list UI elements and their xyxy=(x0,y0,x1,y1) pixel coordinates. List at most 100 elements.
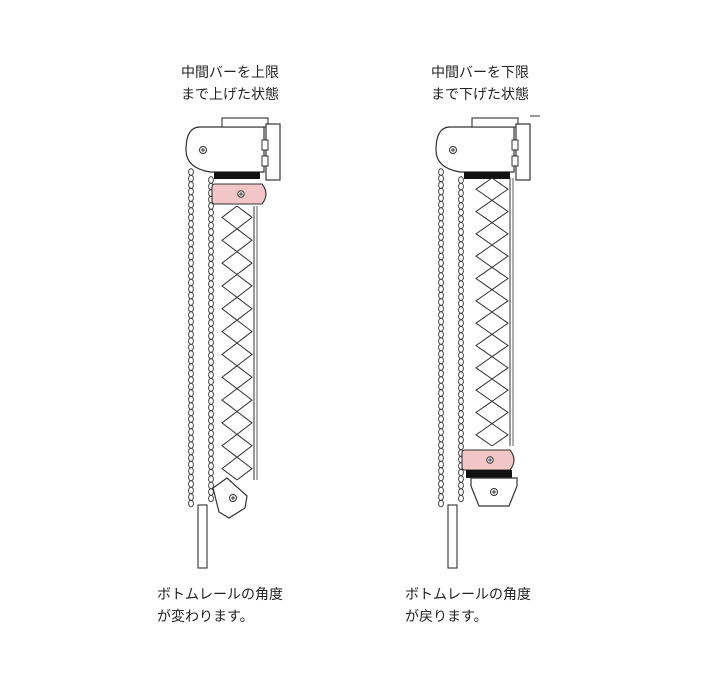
chain-link xyxy=(438,356,444,365)
chain-link xyxy=(458,403,464,412)
chain-link xyxy=(458,299,464,308)
chain-link xyxy=(188,272,194,280)
chain-link xyxy=(438,454,444,462)
chain-link xyxy=(188,311,194,319)
chain-link xyxy=(458,332,464,340)
chain-link xyxy=(188,168,194,176)
chain-link xyxy=(438,343,444,352)
chain-link xyxy=(438,467,444,475)
chain-link xyxy=(458,241,464,249)
chain-link xyxy=(188,382,194,391)
left-top-caption: 中間バーを上限 まで上げた状態 xyxy=(181,65,279,103)
chain-link xyxy=(458,280,464,288)
chain-link xyxy=(458,488,464,496)
chain-link xyxy=(208,436,214,444)
chain-link xyxy=(458,312,464,321)
chain-link xyxy=(438,408,444,417)
chain-link xyxy=(458,208,464,217)
chain-link xyxy=(188,207,194,215)
chain-link xyxy=(188,226,194,235)
chain-link xyxy=(188,291,194,300)
chain-link xyxy=(188,174,194,183)
bracket-clip xyxy=(261,139,269,151)
chain-link xyxy=(438,369,444,378)
chain-link xyxy=(458,481,464,490)
chain-link xyxy=(438,304,444,313)
chain-link xyxy=(188,200,194,209)
chain-link xyxy=(458,202,464,210)
chain-link xyxy=(458,221,464,230)
chain-link xyxy=(208,260,214,269)
chain-link xyxy=(438,382,444,391)
chain-link xyxy=(438,428,444,436)
chain-link xyxy=(188,395,194,404)
chain-link xyxy=(188,363,194,371)
chain-link xyxy=(458,377,464,386)
chain-link xyxy=(208,488,214,496)
left-bottom-caption: ボトムレールの角度 が変わります。 xyxy=(157,587,283,625)
chain-link xyxy=(188,389,194,397)
chain-link xyxy=(188,285,194,293)
chain-link xyxy=(458,189,464,197)
chain-link xyxy=(438,330,444,339)
chain-link xyxy=(188,402,194,410)
chain-link xyxy=(458,267,464,275)
chain-link xyxy=(438,200,444,209)
chain-link xyxy=(208,371,214,379)
chain-link xyxy=(438,220,444,228)
mount-bracket xyxy=(265,123,281,181)
chain-link xyxy=(208,358,214,366)
chain-link xyxy=(188,246,194,254)
chain-link xyxy=(208,475,214,483)
chain-link xyxy=(208,332,214,340)
chain-link xyxy=(208,449,214,457)
chain-link xyxy=(208,306,214,314)
chain-link xyxy=(458,358,464,366)
chain-link xyxy=(208,390,214,399)
chain-link xyxy=(208,423,214,431)
pleat-left-zigzag xyxy=(221,205,238,481)
chain-link xyxy=(458,364,464,373)
chain-link xyxy=(438,337,444,345)
chain-link xyxy=(458,338,464,347)
chain-link xyxy=(438,311,444,319)
pleat-right-zigzag xyxy=(491,177,509,447)
chain-link xyxy=(458,234,464,243)
chain-link xyxy=(188,480,194,488)
chain-link xyxy=(438,168,444,176)
chain-link xyxy=(188,239,194,248)
chain-link xyxy=(458,475,464,483)
chain-link xyxy=(188,233,194,241)
chain-link xyxy=(208,410,214,418)
chain-link xyxy=(208,241,214,249)
chain-link xyxy=(188,343,194,352)
chain-link xyxy=(208,221,214,230)
chain-link xyxy=(458,260,464,269)
bracket-clip xyxy=(511,155,519,167)
chain-link xyxy=(438,402,444,410)
pleated-fabric xyxy=(221,205,258,481)
chain-link xyxy=(458,247,464,256)
chain-link xyxy=(188,304,194,313)
chain-link xyxy=(438,363,444,371)
chain-link xyxy=(208,429,214,438)
chain-link xyxy=(188,447,194,456)
chain-link xyxy=(438,285,444,293)
chain-link xyxy=(438,480,444,488)
chain-link xyxy=(458,416,464,425)
chain-link xyxy=(188,324,194,332)
pleat-left-zigzag xyxy=(475,177,493,447)
chain-link xyxy=(208,442,214,451)
chain-link xyxy=(208,280,214,288)
chain-link xyxy=(458,293,464,301)
bracket-clip xyxy=(511,139,519,151)
chain-link xyxy=(458,286,464,295)
chain-link xyxy=(458,494,464,503)
chain-link xyxy=(438,207,444,215)
chain-link xyxy=(208,325,214,334)
chain-link xyxy=(208,455,214,464)
chain-link xyxy=(438,246,444,254)
chain-link xyxy=(438,389,444,397)
chain-link xyxy=(438,376,444,384)
chain-link xyxy=(438,434,444,443)
